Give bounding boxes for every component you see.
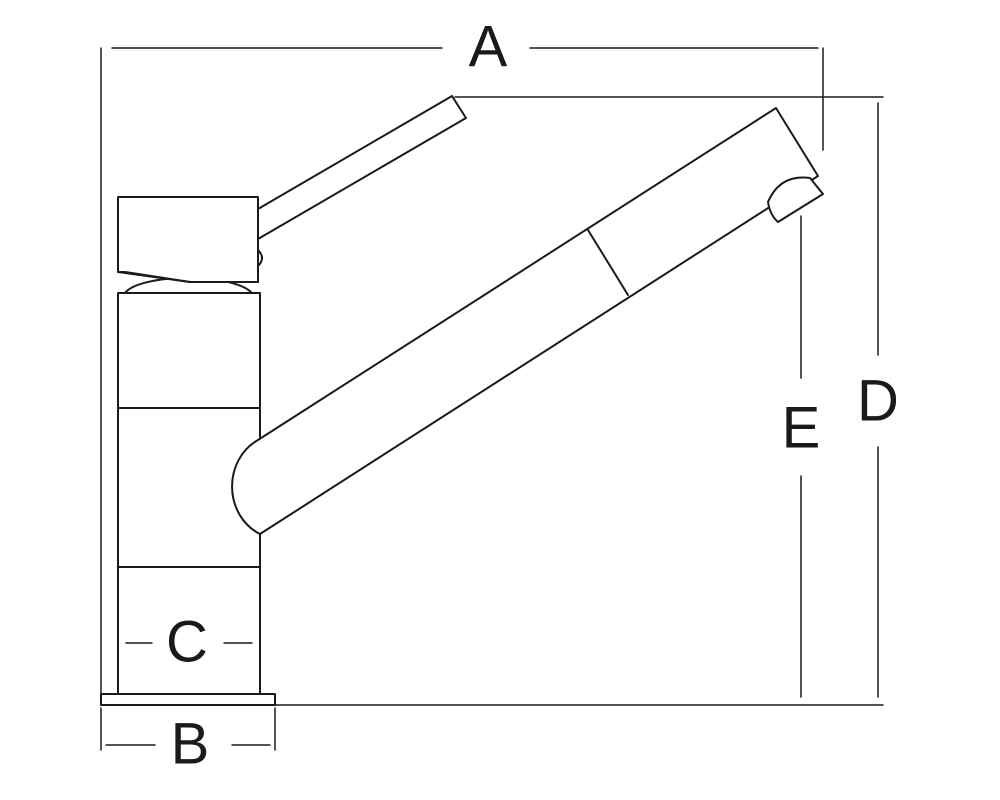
dim-e-label: E: [782, 396, 821, 461]
lever-handle: [257, 95, 467, 240]
spout-joint-line: [587, 229, 629, 296]
dimension-d: D: [100, 96, 899, 706]
spout-aerator: [767, 176, 824, 223]
lever-block-bevel: [117, 271, 259, 283]
dimension-c: C: [125, 610, 253, 675]
dimension-e: E: [782, 215, 821, 698]
lever-block: [117, 196, 259, 283]
dimension-b: B: [100, 707, 276, 777]
dim-c-label: C: [166, 610, 208, 675]
dim-a-label: A: [469, 15, 508, 80]
spout-tube: [231, 107, 819, 535]
dim-b-label: B: [171, 712, 210, 777]
base-plate: [100, 693, 276, 706]
dimension-a: A: [100, 15, 824, 706]
dim-d-label: D: [857, 369, 899, 434]
faucet: C: [100, 95, 824, 706]
